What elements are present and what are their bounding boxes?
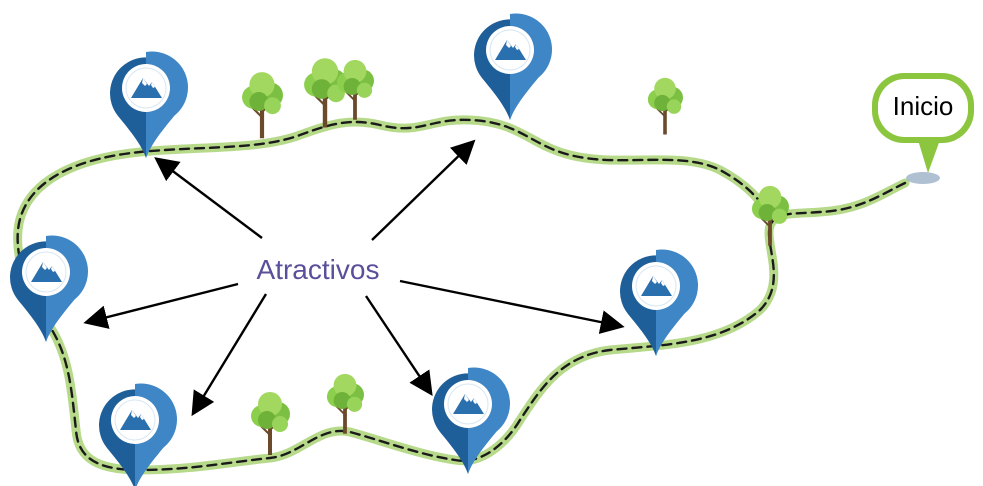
tree-icon (326, 372, 365, 435)
arrow-to-pin-1 (154, 157, 263, 239)
tree-icon (303, 57, 349, 129)
route-path (13, 115, 910, 475)
attraction-pin-2-icon[interactable] (473, 0, 553, 121)
arrow-to-pin-3 (83, 282, 239, 329)
arrow-to-pin-4 (399, 279, 625, 334)
start-label: Inicio (893, 91, 954, 121)
arrow-to-pin-2 (371, 139, 476, 241)
attraction-arrows (83, 139, 625, 417)
attraction-pin-1-icon[interactable] (109, 0, 189, 159)
tree-icon (241, 71, 285, 140)
attraction-pin-5-icon[interactable] (98, 293, 178, 486)
start-callout[interactable]: Inicio (872, 73, 974, 173)
tree-icon (647, 76, 684, 136)
attractions-label: Atractivos (257, 254, 380, 285)
tree-icon (250, 391, 291, 456)
arrow-to-pin-5 (191, 293, 268, 417)
start-point-shadow (906, 172, 940, 184)
tree-icon (336, 58, 375, 121)
attraction-pin-4-icon[interactable] (619, 159, 699, 357)
arrow-to-pin-6 (365, 295, 433, 396)
